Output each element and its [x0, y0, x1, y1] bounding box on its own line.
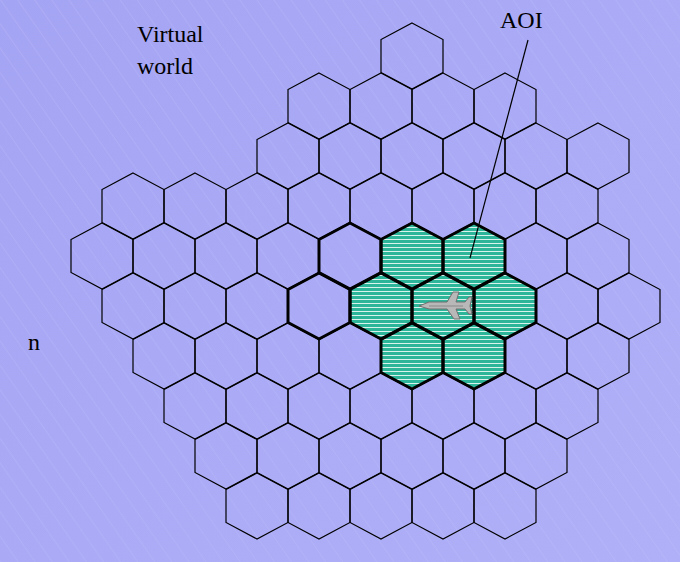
hex-cell	[443, 123, 505, 189]
aoi-cell	[381, 323, 443, 389]
aoi-cell-outline	[443, 223, 505, 289]
hex-cell	[133, 323, 195, 389]
hex-cell	[567, 223, 629, 289]
aoi-cell-outline	[319, 223, 381, 289]
hex-cell	[226, 373, 288, 439]
hex-cell	[536, 273, 598, 339]
hex-cell	[381, 123, 443, 189]
aoi-cell	[443, 323, 505, 389]
hex-cell	[412, 473, 474, 539]
hex-cell	[195, 423, 257, 489]
hex-cell	[164, 173, 226, 239]
hex-cell	[412, 73, 474, 139]
hex-cell	[257, 423, 319, 489]
hex-cell	[536, 373, 598, 439]
hex-cell	[71, 223, 133, 289]
hex-cell	[102, 273, 164, 339]
leader-line	[470, 40, 528, 258]
partial-label: n	[28, 326, 58, 358]
hex-cell	[102, 173, 164, 239]
hex-cell	[505, 423, 567, 489]
hex-cell	[288, 73, 350, 139]
aoi-cell-outline	[381, 323, 443, 389]
hex-cell	[381, 423, 443, 489]
aoi-cell-outline	[443, 323, 505, 389]
aoi-cell	[443, 223, 505, 289]
hex-cell	[257, 123, 319, 189]
hex-cell	[164, 273, 226, 339]
hex-cell	[195, 323, 257, 389]
hex-cell	[567, 123, 629, 189]
aoi-cell-outline	[381, 223, 443, 289]
hex-cell	[319, 423, 381, 489]
hex-cell	[350, 473, 412, 539]
hex-cell	[288, 473, 350, 539]
aircraft-icon	[419, 292, 472, 319]
aoi-label: AOI	[500, 4, 570, 36]
hex-cell	[381, 23, 443, 89]
hex-cell	[350, 73, 412, 139]
hex-cell	[474, 473, 536, 539]
hex-cell	[474, 73, 536, 139]
hex-cell	[443, 423, 505, 489]
hex-cell	[319, 123, 381, 189]
hex-cell	[133, 223, 195, 289]
hex-cell	[164, 373, 226, 439]
hex-cell	[567, 323, 629, 389]
hex-cell	[536, 173, 598, 239]
hex-cell	[226, 273, 288, 339]
aoi-cell	[381, 223, 443, 289]
aoi-outline	[288, 223, 536, 389]
hex-cell	[226, 473, 288, 539]
hex-cell	[195, 223, 257, 289]
hex-cell	[319, 223, 381, 289]
hex-cell	[288, 373, 350, 439]
hex-cell	[598, 273, 660, 339]
hex-cell	[226, 173, 288, 239]
world-label: Virtual world	[137, 18, 217, 82]
hex-cells	[71, 23, 660, 539]
hex-cell	[505, 123, 567, 189]
